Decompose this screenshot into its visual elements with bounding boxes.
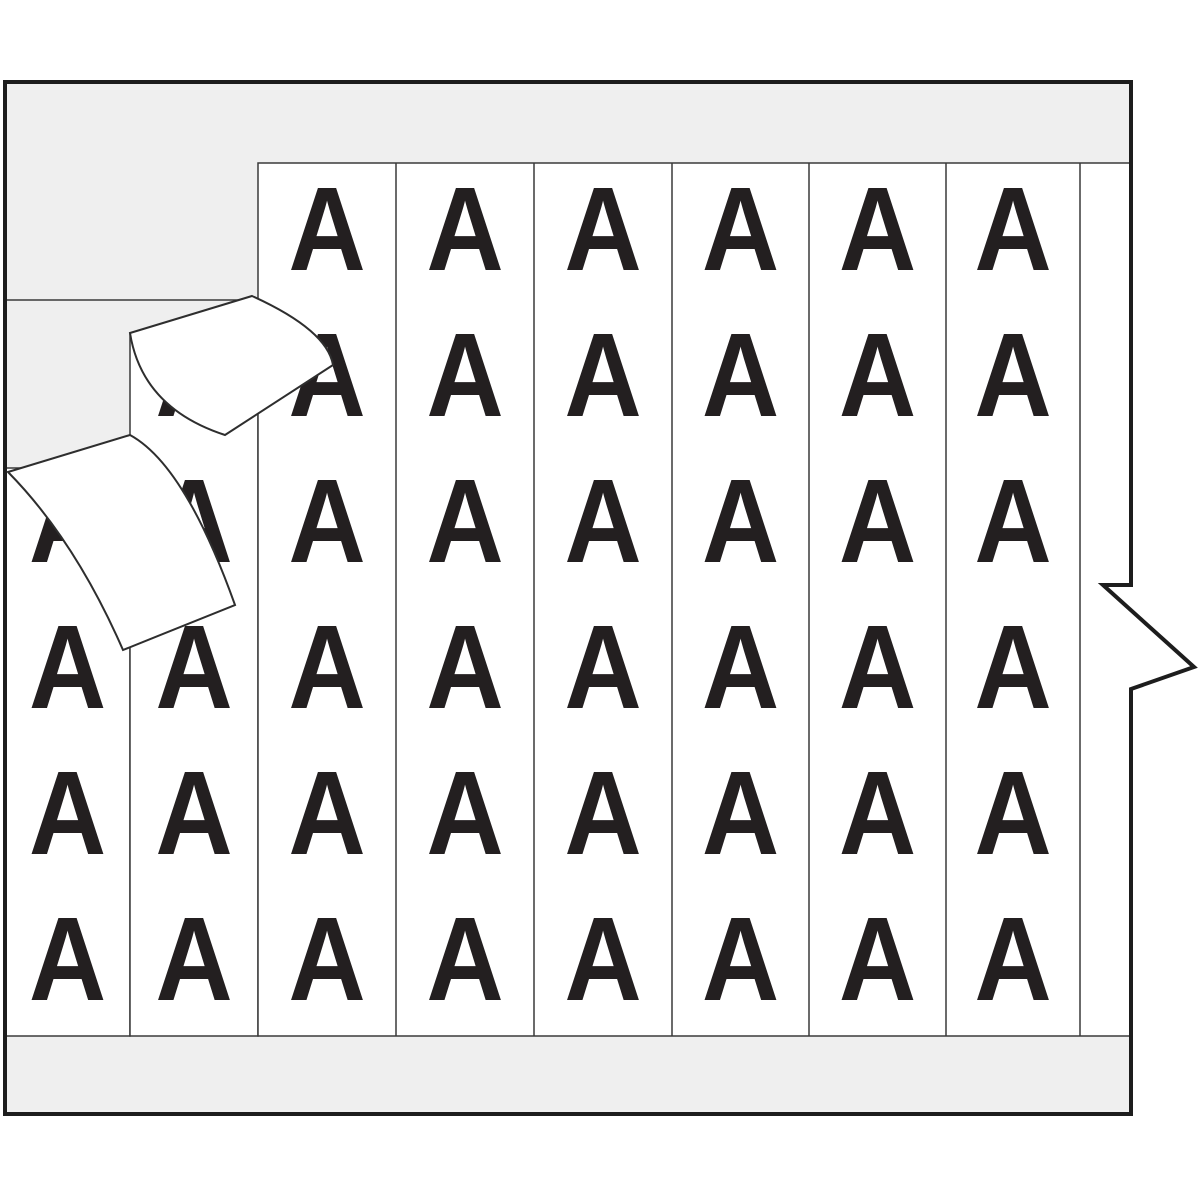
marker-letter: A	[288, 601, 365, 733]
marker-letter: A	[702, 747, 779, 879]
marker-letter: A	[974, 309, 1051, 441]
marker-letter: A	[155, 893, 232, 1025]
marker-letter: A	[288, 163, 365, 295]
marker-letter: A	[702, 309, 779, 441]
marker-letter: A	[426, 455, 503, 587]
marker-letter: A	[29, 601, 106, 733]
marker-letter: A	[839, 601, 916, 733]
strip-dividers	[395, 163, 1081, 1036]
peeling-label-upper	[128, 294, 335, 437]
marker-letter: A	[29, 893, 106, 1025]
marker-letter: A	[426, 601, 503, 733]
marker-letter: A	[288, 893, 365, 1025]
marker-letter: A	[426, 747, 503, 879]
marker-letter: A	[702, 163, 779, 295]
marker-letter: A	[702, 893, 779, 1025]
marker-letter: A	[155, 747, 232, 879]
marker-letter: A	[288, 747, 365, 879]
marker-letter: A	[839, 455, 916, 587]
marker-letter: A	[564, 601, 641, 733]
marker-letter: A	[426, 309, 503, 441]
marker-letter: A	[839, 309, 916, 441]
marker-letter: A	[974, 747, 1051, 879]
marker-letter: A	[702, 601, 779, 733]
marker-letter: A	[839, 747, 916, 879]
peeling-labels	[6, 294, 335, 652]
label-strips	[4, 162, 1196, 1037]
marker-letter: A	[564, 309, 641, 441]
marker-letter: A	[974, 163, 1051, 295]
marker-letter: A	[974, 601, 1051, 733]
marker-letter: A	[974, 455, 1051, 587]
peeling-label-lower	[6, 433, 237, 652]
marker-letter: A	[839, 893, 916, 1025]
marker-letter: A	[564, 893, 641, 1025]
marker-letter: A	[839, 163, 916, 295]
marker-letter: A	[974, 893, 1051, 1025]
marker-letter: A	[426, 893, 503, 1025]
marker-letter: A	[564, 163, 641, 295]
marker-letter: A	[288, 455, 365, 587]
marker-letter: A	[564, 455, 641, 587]
marker-letter: A	[564, 747, 641, 879]
marker-letter: A	[29, 747, 106, 879]
marker-letter: A	[426, 163, 503, 295]
card-outline	[3, 80, 1198, 1116]
marker-letter: A	[702, 455, 779, 587]
